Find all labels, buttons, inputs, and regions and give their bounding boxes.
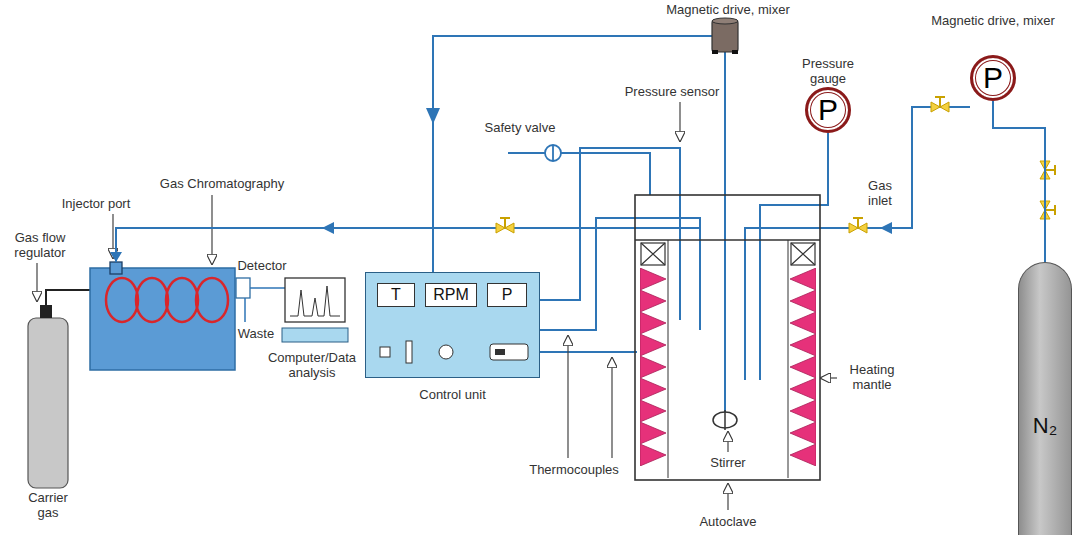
text-label: Heating mantle: [839, 362, 905, 392]
text-label: Injector port: [61, 196, 132, 211]
text-label: Stirrer: [709, 455, 746, 470]
display-box: P: [487, 283, 527, 307]
text-label: Carrier gas: [17, 490, 79, 520]
text-label: Thermocouples: [528, 462, 620, 477]
text-label: Autoclave: [698, 514, 757, 529]
node-text: P: [502, 286, 513, 304]
text-label: Waste: [237, 326, 275, 341]
node-text: P: [818, 93, 838, 127]
pressure-gauge: Magnetic drive, mixerP: [970, 55, 1016, 101]
text-label: Safety valve: [484, 120, 557, 135]
control-unit: Control unitTRPMP: [365, 272, 540, 378]
text-label: Gas inlet: [861, 178, 899, 208]
node-heading: Pressure gauge: [792, 56, 864, 86]
gas-cylinder: N₂: [1018, 262, 1072, 535]
node-heading: Control unit: [419, 387, 485, 402]
node-text: N₂: [1033, 413, 1057, 439]
display-box: RPM: [425, 283, 477, 307]
display-box: T: [377, 283, 415, 307]
node-text: RPM: [433, 286, 469, 304]
pressure-gauge: Pressure gaugeP: [805, 87, 851, 133]
node-text: P: [983, 61, 1003, 95]
text-label: Gas flow regulator: [7, 230, 73, 260]
text-label: Detector: [236, 258, 287, 273]
node-text: T: [391, 286, 401, 304]
gas-line: [993, 101, 1045, 262]
node-heading: Magnetic drive, mixer: [931, 13, 1055, 28]
text-label: Pressure sensor: [624, 84, 721, 99]
text-label: Magnetic drive, mixer: [665, 2, 791, 17]
text-label: Computer/Data analysis: [263, 350, 361, 380]
text-label: Gas Chromatography: [159, 176, 285, 191]
